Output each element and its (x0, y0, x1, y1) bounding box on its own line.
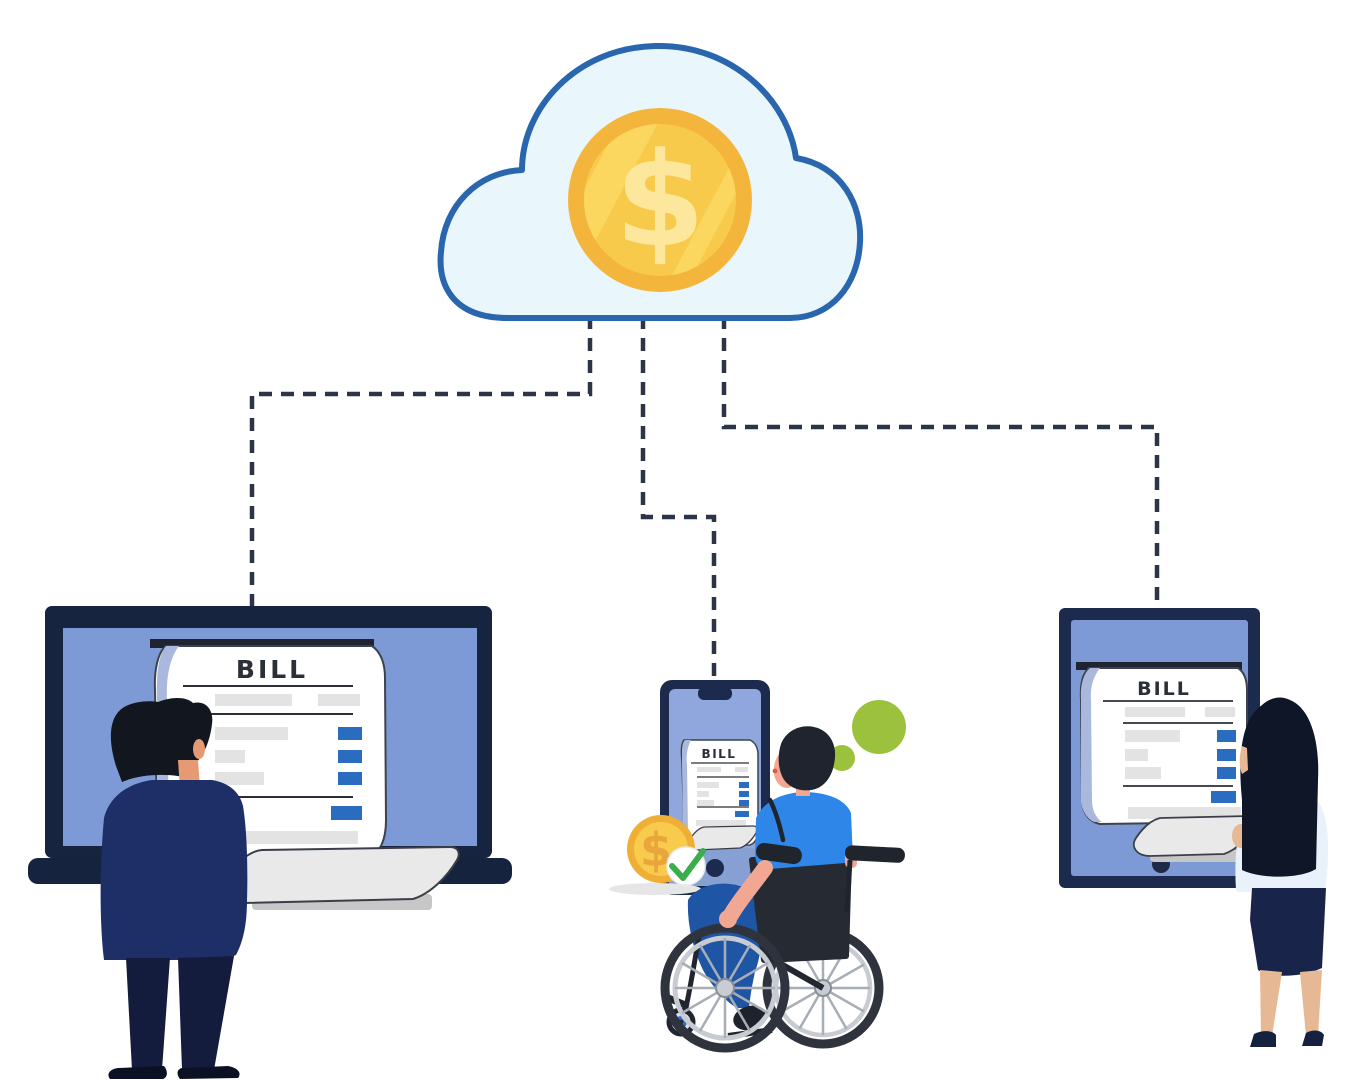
wheelchair-near-wheel (660, 923, 790, 1053)
bill-paper-curl-shade (682, 740, 693, 845)
dollar-coin-small-icon: $ (627, 815, 695, 883)
bill-title: BILL (702, 747, 737, 761)
thought-bubble-large (852, 700, 906, 754)
woman-heels (1250, 1030, 1324, 1047)
bill-paper-curl-shade (1080, 668, 1102, 822)
wheelchair-user-figure (660, 726, 905, 1053)
coin-shine (584, 124, 736, 276)
tablet-group: BILL (1059, 608, 1260, 888)
shirt-strap (767, 797, 786, 843)
laptop-group: BILL (28, 606, 512, 910)
connector-cloud-to-laptop (249, 316, 593, 606)
bill-paper (680, 739, 759, 847)
tablet-bill-document: BILL (1076, 662, 1257, 862)
businessman-ear (193, 739, 205, 759)
coin-dollar-symbol: $ (615, 124, 705, 276)
dollar-coin-icon: $ (568, 108, 752, 292)
businessman-figure (100, 698, 248, 1079)
phone-notch (698, 687, 732, 700)
paper-clip-bar (1076, 662, 1242, 670)
woman-skirt (1250, 888, 1326, 976)
dashed-connectors (249, 316, 1160, 688)
bill-gray-lines (696, 767, 748, 826)
cloud-group: $ (437, 42, 864, 321)
connector-cloud-to-phone (640, 316, 717, 688)
wheelchair-user-hair (778, 726, 836, 791)
back-strap-pad (756, 842, 802, 865)
checkmark-tick (669, 848, 706, 881)
bill-rules (1103, 700, 1233, 787)
bill-gray-lines (215, 694, 360, 844)
phone-home-button (706, 859, 724, 877)
phone-bill-document: BILL (680, 739, 759, 851)
bill-title: BILL (236, 655, 308, 684)
checkmark-icon (666, 846, 706, 886)
connector-cloud-to-tablet (721, 316, 1160, 608)
businessman-pants (126, 956, 234, 1070)
coin-shadow (609, 883, 701, 895)
wheelchair-user-hand (719, 910, 737, 928)
payment-confirmed-group: $ (609, 815, 706, 895)
thought-bubbles-icon (829, 700, 906, 771)
bill-title: BILL (1137, 678, 1191, 700)
wheelchair-push-handle (844, 845, 905, 913)
woman-legs (1260, 970, 1322, 1036)
businessman-shoes (108, 1066, 240, 1079)
bill-amount-bars (735, 782, 749, 817)
paper-clip-bar (150, 639, 374, 648)
thought-bubble-small (829, 745, 855, 771)
bill-rules (691, 762, 749, 808)
woman-hair (1240, 697, 1319, 877)
businessman-suit-jacket (100, 780, 248, 960)
woman-figure (1232, 697, 1329, 1047)
bill-amount-bars (1211, 730, 1236, 803)
wheelchair-user-nose (772, 768, 778, 774)
bill-paper-fold (219, 845, 460, 905)
woman-face-sliver (1239, 746, 1248, 774)
bill-amount-bars (331, 727, 362, 820)
